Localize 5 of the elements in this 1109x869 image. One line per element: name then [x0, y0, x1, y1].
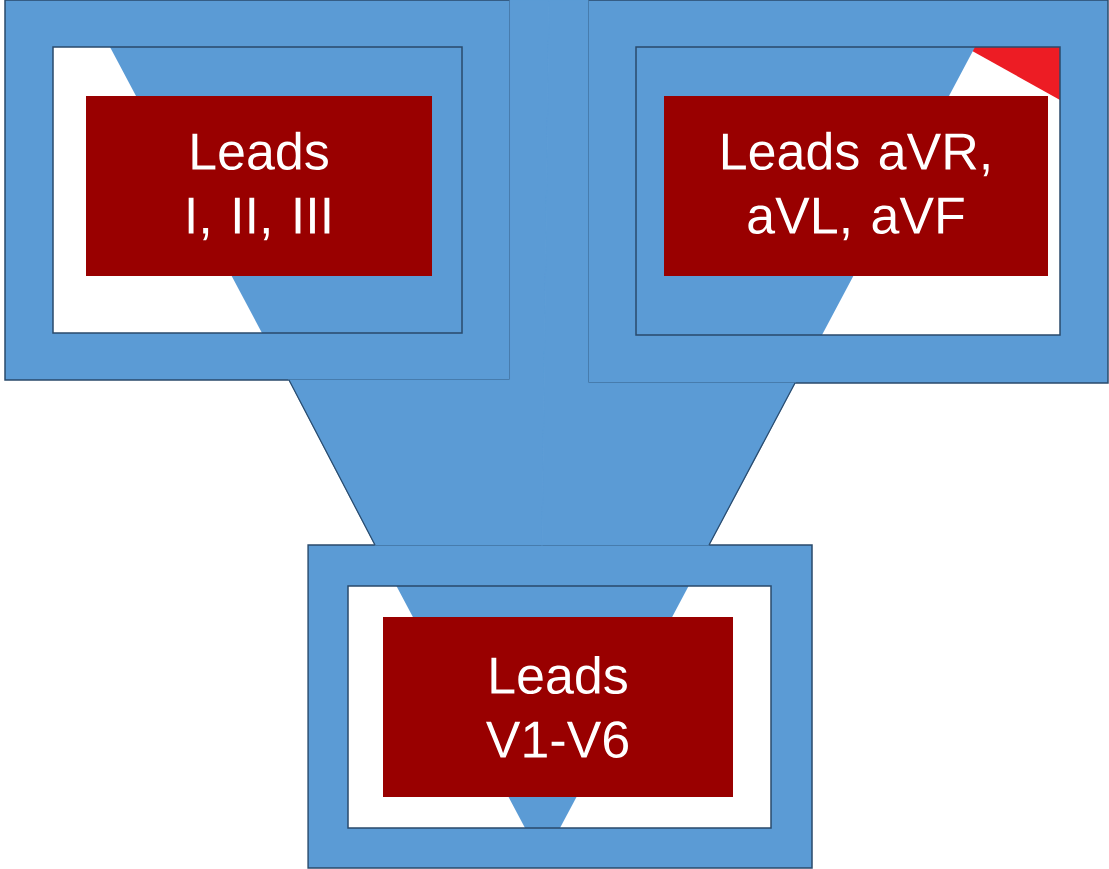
label-box: Leads I, II, III: [86, 96, 432, 276]
label-box: Leads aVR, aVL, aVF: [664, 96, 1048, 276]
funnel: [288, 0, 550, 546]
label-box: Leads V1-V6: [383, 617, 733, 797]
funnel: [541, 0, 796, 546]
